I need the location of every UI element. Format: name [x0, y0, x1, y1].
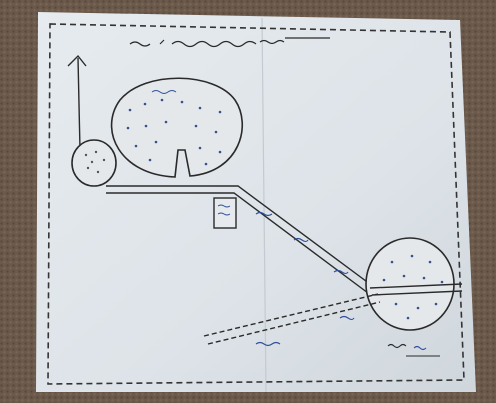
small-circle-area — [71, 139, 117, 187]
map-title-scribble — [129, 37, 330, 48]
paper-sheet — [36, 12, 476, 392]
map-border — [47, 23, 465, 385]
building-box — [213, 197, 237, 229]
large-circle-area — [110, 77, 243, 178]
legend-scribble — [387, 343, 440, 357]
lower-dashed-road — [203, 293, 381, 345]
right-circle-area — [365, 237, 455, 331]
side-road — [369, 283, 463, 296]
main-road — [106, 185, 379, 297]
north-arrow — [67, 54, 87, 151]
lower-road-label — [255, 315, 355, 347]
road-labels — [255, 211, 349, 275]
